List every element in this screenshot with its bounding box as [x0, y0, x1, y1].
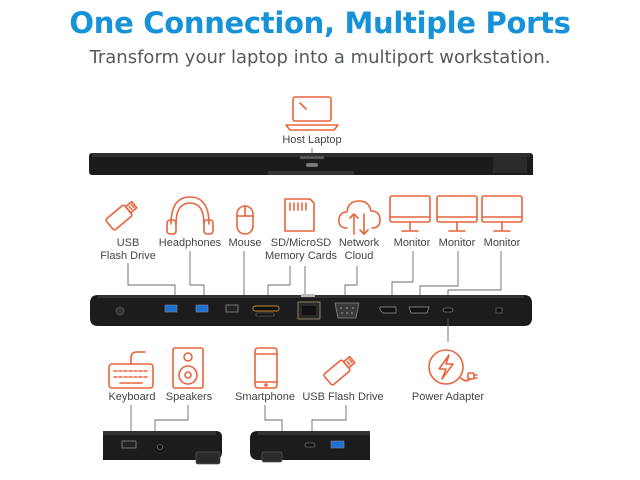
label-monitor-1: Monitor — [393, 237, 431, 249]
speaker-icon — [172, 347, 204, 389]
laptop-icon — [285, 96, 339, 131]
label-monitor-2: Monitor — [438, 237, 476, 249]
label-speakers: Speakers — [165, 391, 213, 403]
label-monitor-3: Monitor — [483, 237, 521, 249]
label-host-laptop: Host Laptop — [282, 134, 342, 146]
smartphone-icon — [254, 347, 278, 389]
monitor-icon-3 — [481, 195, 523, 232]
label-usb-flash-drive: USB Flash Drive — [100, 237, 156, 262]
label-keyboard: Keyboard — [108, 391, 156, 403]
page-subtitle: Transform your laptop into a multiport w… — [89, 47, 551, 68]
label-smartphone: Smartphone — [235, 391, 295, 403]
usb-flash-drive-icon-2 — [323, 355, 356, 386]
label-mouse: Mouse — [228, 237, 262, 249]
label-headphones: Headphones — [158, 237, 222, 249]
label-network-cloud: Network Cloud — [338, 237, 380, 262]
page-title: One Connection, Multiple Ports — [69, 6, 571, 40]
monitor-icon-1 — [389, 195, 431, 232]
usb-flash-drive-icon — [105, 200, 138, 231]
keyboard-icon — [108, 351, 154, 389]
label-sd-memory-cards: SD/MicroSD Memory Cards — [264, 237, 338, 262]
dock-side-view-right — [250, 431, 370, 463]
power-adapter-icon — [428, 349, 478, 385]
network-cloud-icon — [338, 200, 381, 235]
label-usb-flash-drive-2: USB Flash Drive — [302, 391, 384, 403]
monitor-icon-2 — [436, 195, 478, 232]
dock-side-view-left — [103, 431, 222, 465]
dock-top-view — [89, 153, 533, 175]
sd-card-icon — [284, 198, 315, 232]
mouse-icon — [236, 205, 254, 235]
dock-front-view — [90, 294, 532, 326]
label-power-adapter: Power Adapter — [411, 391, 485, 403]
headphones-icon — [166, 196, 214, 235]
